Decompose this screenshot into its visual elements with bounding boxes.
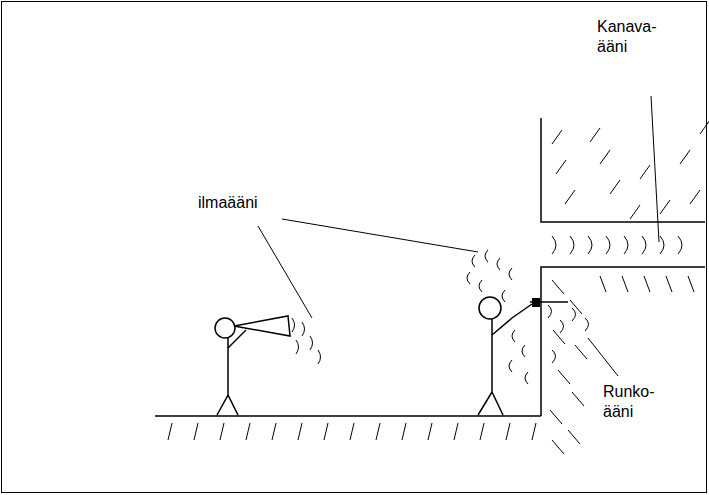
- wave-stroke: [678, 236, 682, 254]
- hatch-stroke: [556, 160, 566, 174]
- label-text: Runko- ääni: [603, 382, 655, 422]
- hatch-stroke: [610, 180, 620, 194]
- hatch-stroke: [168, 423, 172, 440]
- hatch-stroke: [350, 423, 354, 440]
- wave-stroke: [472, 255, 475, 267]
- hatch-stroke: [688, 276, 694, 292]
- hatch-stroke: [428, 423, 432, 440]
- hatch-stroke: [622, 276, 628, 292]
- hatch-stroke: [550, 410, 562, 424]
- person-arm: [228, 330, 246, 348]
- hatch-stroke: [590, 128, 600, 142]
- hatch-stroke: [402, 423, 406, 440]
- hatch-stroke: [600, 150, 610, 164]
- wave-stroke: [624, 236, 628, 254]
- hatch-stroke: [572, 392, 584, 406]
- hatch-stroke: [552, 280, 564, 294]
- label-text: ilmaääni: [198, 193, 258, 213]
- wave-stroke: [522, 345, 525, 357]
- hatch-stroke: [660, 200, 670, 214]
- person-head: [215, 318, 235, 338]
- wave-stroke: [552, 236, 556, 254]
- hatch-stroke: [640, 165, 650, 179]
- hatch-stroke: [700, 120, 709, 134]
- hatch-stroke: [272, 423, 276, 440]
- wave-stroke: [479, 280, 482, 292]
- wave-stroke: [485, 250, 488, 262]
- hatch-stroke: [600, 276, 606, 292]
- hatch-stroke: [690, 190, 700, 204]
- floor-line: [155, 415, 541, 417]
- people: [215, 297, 568, 415]
- hatching: [168, 120, 709, 454]
- wave-stroke: [548, 305, 552, 318]
- wave-stroke: [525, 372, 528, 384]
- hatch-stroke: [220, 423, 224, 440]
- wave-stroke: [509, 360, 512, 372]
- hatch-stroke: [298, 423, 302, 440]
- wave-stroke: [302, 322, 305, 336]
- wave-stroke: [585, 318, 589, 331]
- hatch-stroke: [575, 345, 587, 359]
- wave-stroke: [310, 336, 313, 350]
- hatch-stroke: [680, 150, 690, 164]
- hatch-stroke: [376, 423, 380, 440]
- leader-lines: [258, 96, 659, 376]
- hatch-stroke: [552, 440, 564, 454]
- hatch-stroke: [194, 423, 198, 440]
- label-text: Kanava- ääni: [597, 17, 657, 57]
- person-head: [479, 297, 501, 319]
- hatch-stroke: [506, 423, 510, 440]
- hatch-stroke: [246, 423, 250, 440]
- wave-stroke: [292, 318, 295, 332]
- wave-stroke: [512, 330, 515, 342]
- hatch-stroke: [666, 276, 672, 292]
- person-arm: [492, 304, 532, 335]
- hatch-stroke: [553, 330, 565, 344]
- person-leg: [492, 392, 503, 415]
- wave-stroke: [502, 290, 505, 302]
- wave-stroke: [467, 272, 470, 284]
- hatch-stroke: [558, 370, 570, 384]
- wave-stroke: [296, 340, 299, 354]
- hatch-stroke: [324, 423, 328, 440]
- person-body: [478, 319, 492, 415]
- hatch-stroke: [454, 423, 458, 440]
- hatch-stroke: [630, 205, 640, 219]
- hammer-head: [532, 298, 540, 307]
- leader-line: [588, 338, 618, 376]
- megaphone: [234, 316, 290, 336]
- wave-stroke: [509, 268, 512, 280]
- hatch-stroke: [480, 423, 484, 440]
- wave-stroke: [570, 236, 574, 254]
- leader-line: [651, 96, 659, 242]
- wave-stroke: [660, 236, 664, 254]
- wave-stroke: [588, 236, 592, 254]
- building: [155, 118, 705, 416]
- wave-stroke: [642, 236, 646, 254]
- person-body: [217, 338, 228, 415]
- wave-stroke: [560, 320, 564, 333]
- hatch-stroke: [570, 300, 582, 314]
- sound-waves: [292, 236, 682, 384]
- wave-stroke: [572, 308, 576, 321]
- person-leg: [228, 395, 238, 415]
- wave-stroke: [497, 258, 500, 270]
- hatch-stroke: [644, 276, 650, 292]
- wave-stroke: [606, 236, 610, 254]
- hatch-stroke: [552, 130, 562, 144]
- leader-line: [282, 219, 478, 252]
- wave-stroke: [318, 350, 321, 364]
- hatch-stroke: [565, 190, 575, 204]
- hatch-stroke: [568, 430, 580, 444]
- hatch-stroke: [532, 423, 536, 440]
- leader-line: [258, 226, 312, 318]
- wall-upper: [541, 118, 705, 222]
- wave-stroke: [552, 350, 556, 363]
